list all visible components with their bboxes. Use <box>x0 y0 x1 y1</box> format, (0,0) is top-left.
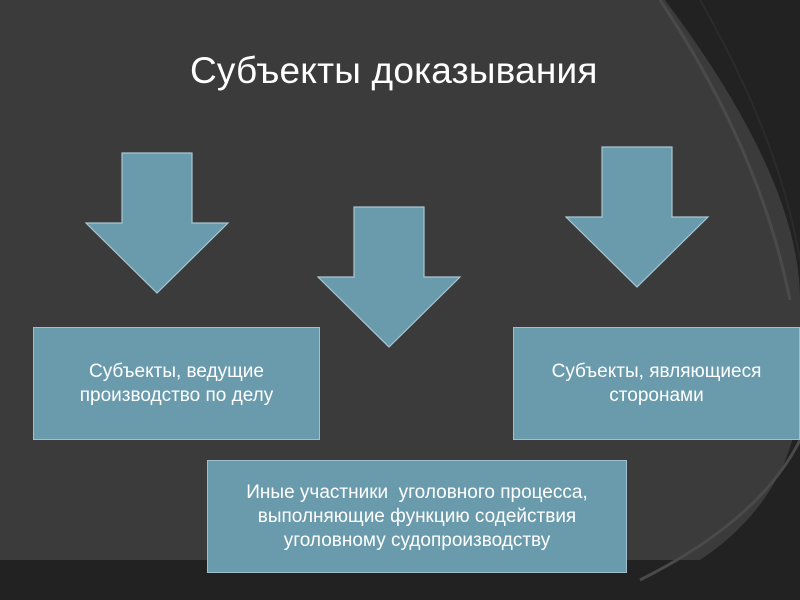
box-party-subjects: Субъекты, являющиеся сторонами <box>513 327 800 440</box>
box-other-participants: Иные участники уголовного процесса, выпо… <box>207 460 627 573</box>
background-curve-1 <box>658 0 792 301</box>
box-conducting-subjects: Субъекты, ведущие производство по делу <box>33 327 320 440</box>
background-curve-3 <box>639 439 800 582</box>
box-right-line-1: Субъекты, являющиеся <box>551 360 762 382</box>
slide-title: Субъекты доказывания <box>190 50 598 91</box>
box-bottom-line-3: уголовному судопроизводству <box>283 529 551 551</box>
box-bottom-line-2: выполняющие функцию содействия <box>257 505 577 527</box>
box-left-line-2: производство по делу <box>79 384 274 406</box>
background-curve-2 <box>699 0 800 261</box>
arrow-down-icon-center <box>317 206 462 348</box>
box-right-line-2: сторонами <box>609 384 704 406</box>
arrow-down-icon-right <box>565 146 710 288</box>
arrow-down-icon-left <box>85 152 230 294</box>
box-left-line-1: Субъекты, ведущие <box>88 360 264 382</box>
box-bottom-line-1: Иные участники уголовного процесса, <box>246 481 588 503</box>
